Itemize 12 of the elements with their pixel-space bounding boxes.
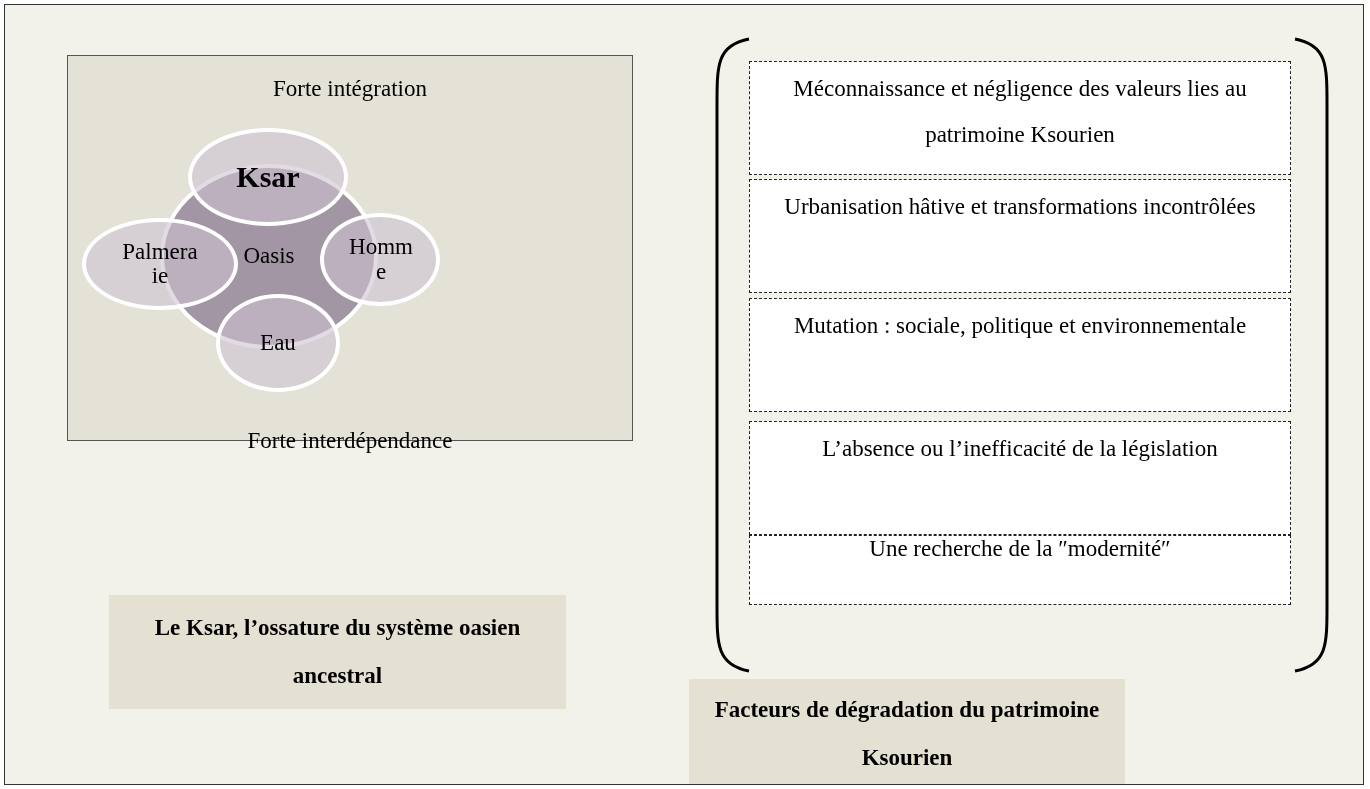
factor-box: Mutation : sociale, politique et environnementale bbox=[749, 298, 1291, 412]
factor-box: Une recherche de la ″modernité″ bbox=[749, 535, 1291, 605]
panel-heading: Forte intégration bbox=[272, 76, 428, 102]
ellipse-node: Ksar bbox=[188, 128, 348, 226]
factor-box: L’absence ou l’inefficacité de la législation bbox=[749, 421, 1291, 535]
caption-box: Facteurs de dégradation du patrimoine Ksourien bbox=[689, 679, 1125, 784]
caption-box: Le Ksar, l’ossature du système oasien ancestral bbox=[109, 595, 566, 709]
ellipse-node: Homme bbox=[320, 213, 440, 306]
factor-box: Urbanisation hâtive et transformations incontrôlées bbox=[749, 179, 1291, 293]
ellipse-node: Eau bbox=[216, 294, 340, 392]
ellipse-node: Palmeraie bbox=[82, 218, 238, 310]
factor-box: Méconnaissance et négligence des valeurs lies au patrimoine Ksourien bbox=[749, 61, 1291, 175]
